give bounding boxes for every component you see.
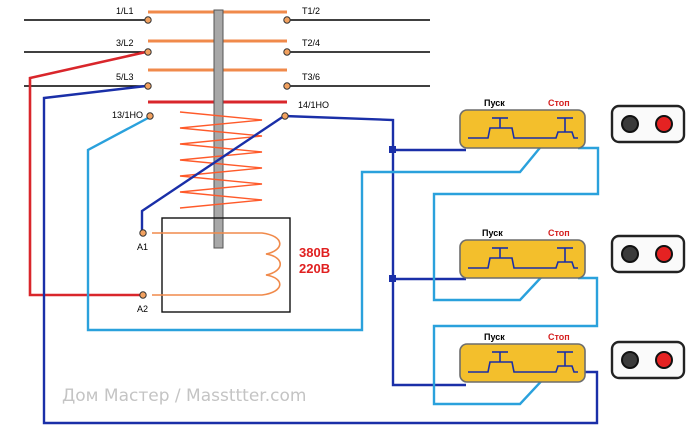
button-box-3 [459, 343, 586, 383]
light-blue-wire-no13 [86, 116, 549, 332]
label-t1: T1/2 [302, 6, 320, 16]
terminal-points [139, 16, 291, 299]
light-blue-chain-1 [432, 146, 600, 302]
terminal-a1 [139, 229, 147, 237]
start-button-icon-3 [621, 351, 639, 369]
label-a2: A2 [137, 304, 148, 314]
terminal-no14 [281, 112, 289, 120]
stop-button-icon-1 [655, 115, 673, 133]
stop-label-1: Стоп [548, 98, 570, 108]
stop-contact-1 [548, 117, 578, 139]
terminal-l3 [144, 82, 152, 90]
terminal-l2 [144, 48, 152, 56]
start-label-3: Пуск [484, 332, 505, 342]
terminal-a2 [139, 291, 147, 299]
coil-voltage-220: 220В [299, 261, 330, 276]
coil-winding [152, 232, 282, 296]
label-a1: A1 [137, 242, 148, 252]
return-spring [179, 111, 263, 209]
red-control-wire [28, 50, 147, 297]
pushbutton-panel-icon-1 [610, 104, 686, 144]
button-box-1 [459, 109, 586, 149]
label-l1: 1/L1 [116, 6, 134, 16]
coil-voltage-380: 380В [299, 245, 330, 260]
junction-dot-1 [389, 146, 396, 153]
stop-label-3: Стоп [548, 332, 570, 342]
start-button-icon-2 [621, 245, 639, 263]
start-button-icon-1 [621, 115, 639, 133]
input-line-wires [24, 19, 148, 87]
coil-housing [161, 217, 291, 313]
start-contact-3 [468, 351, 548, 373]
start-label-2: Пуск [482, 228, 503, 238]
stop-contact-3 [548, 351, 578, 373]
stop-label-2: Стоп [548, 228, 570, 238]
stop-button-icon-3 [655, 351, 673, 369]
terminal-t2 [283, 48, 291, 56]
terminal-l1 [144, 16, 152, 24]
light-blue-chain-2 [432, 276, 599, 406]
terminal-t1 [283, 16, 291, 24]
blue-wire-no14 [283, 114, 466, 387]
pushbutton-panel-icon-2 [610, 234, 686, 274]
actuator-rod [213, 9, 224, 249]
label-t2: T2/4 [302, 38, 320, 48]
terminal-no13 [146, 112, 154, 120]
button-station-2: Пуск Стоп [459, 228, 586, 279]
watermark: Дом Мастер / Massttter.com [62, 386, 306, 406]
output-line-wires [287, 19, 430, 87]
junction-dot-2 [389, 275, 396, 282]
terminal-t3 [283, 82, 291, 90]
button-box-2 [459, 239, 586, 279]
start-contact-1 [468, 117, 548, 139]
start-contact-2 [468, 247, 548, 269]
pushbutton-panel-icon-3 [610, 340, 686, 380]
button-station-1: Пуск Стоп [459, 98, 586, 149]
blue-wire-a1 [140, 115, 285, 233]
blue-wire-l3 [42, 84, 599, 425]
start-label-1: Пуск [484, 98, 505, 108]
label-t3: T3/6 [302, 72, 320, 82]
label-no13: 13/1НО [112, 110, 143, 120]
stop-button-icon-2 [655, 245, 673, 263]
button-station-3: Пуск Стоп [459, 332, 586, 383]
label-no14: 14/1НО [298, 100, 329, 110]
label-l3: 5/L3 [116, 72, 134, 82]
stop-contact-2 [548, 247, 578, 269]
label-l2: 3/L2 [116, 38, 134, 48]
